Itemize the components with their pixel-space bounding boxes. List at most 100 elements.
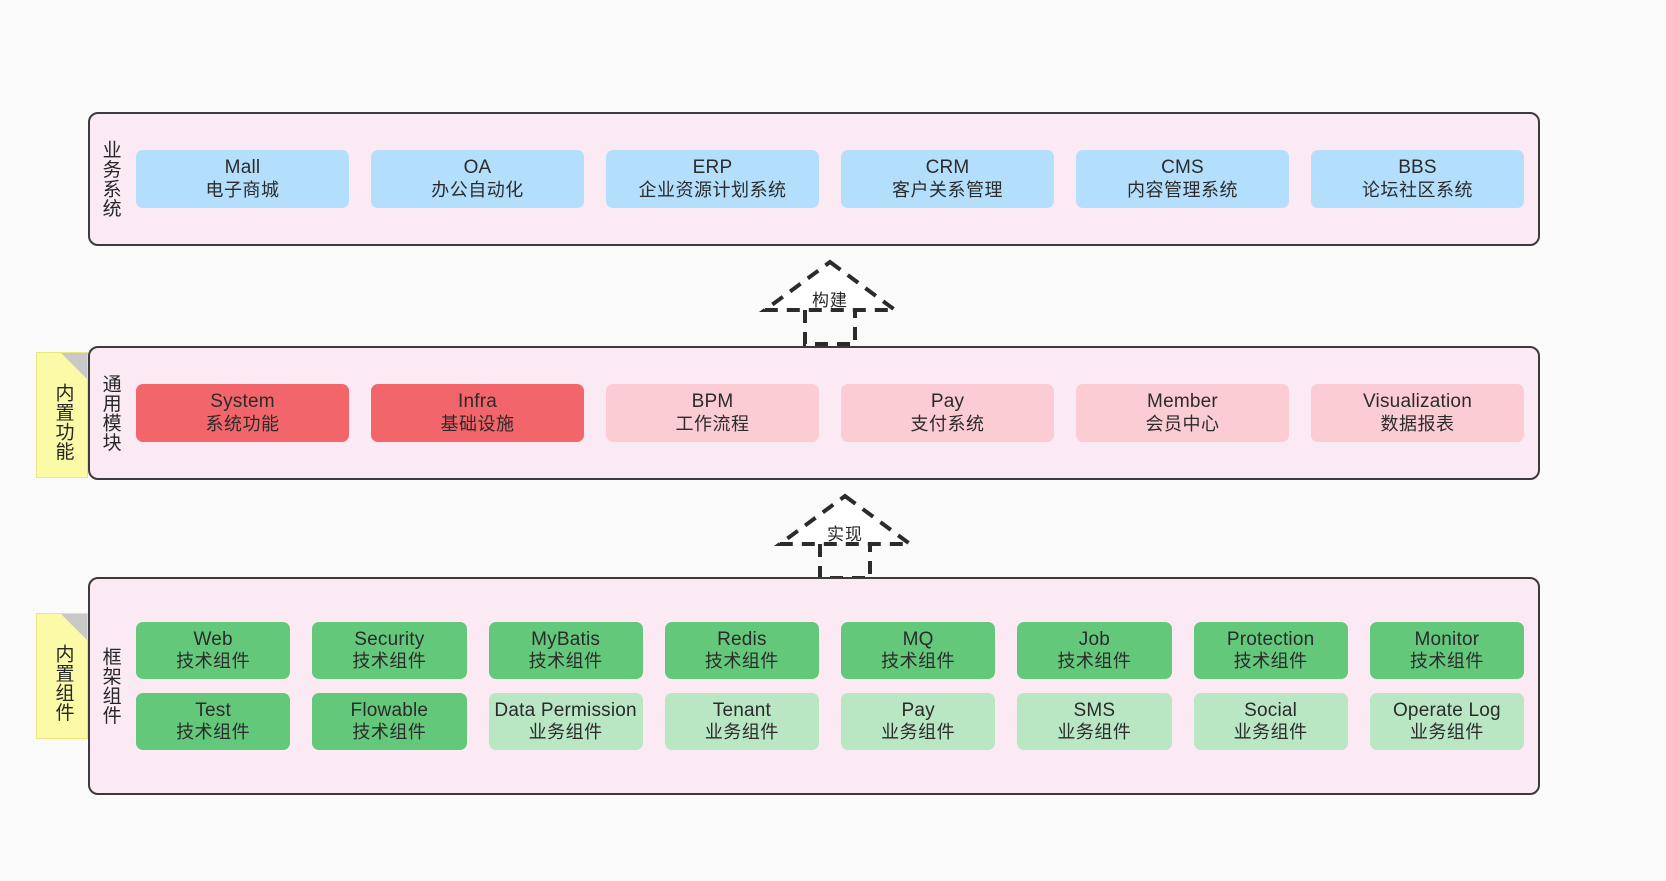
card-job[interactable]: Job 技术组件	[1017, 621, 1172, 679]
card-title-cn: 业务组件	[1057, 722, 1132, 743]
card-tenant[interactable]: Tenant 业务组件	[664, 693, 819, 751]
realize-arrow-icon	[758, 259, 902, 346]
card-title-cn: 业务组件	[1409, 722, 1484, 743]
card-title-en: System	[210, 391, 275, 413]
card-title-cn: 技术组件	[352, 651, 427, 672]
card-title-cn: 技术组件	[704, 651, 779, 672]
card-title-cn: 办公自动化	[431, 179, 524, 200]
card-title-en: Web	[193, 628, 233, 650]
card-title-en: Protection	[1226, 628, 1315, 650]
layer-framework-components-body: Web 技术组件 Security 技术组件 MyBatis 技术组件 Redi…	[130, 579, 1538, 793]
card-title-en: MQ	[902, 628, 934, 650]
layer-business-systems-title: 业务系统	[99, 140, 121, 218]
layer-business-systems-body: Mall 电子商城 OA 办公自动化 ERP 企业资源计划系统 CRM 客户关系…	[130, 114, 1538, 244]
card-cms[interactable]: CMS 内容管理系统	[1076, 150, 1289, 208]
card-title-cn: 技术组件	[352, 722, 427, 743]
card-bpm[interactable]: BPM 工作流程	[606, 384, 819, 442]
card-title-cn: 客户关系管理	[892, 179, 1003, 200]
card-title-en: BBS	[1398, 157, 1437, 179]
card-security[interactable]: Security 技术组件	[312, 621, 467, 679]
card-title-en: SMS	[1073, 700, 1116, 721]
card-title-en: Infra	[457, 391, 498, 413]
card-title-cn: 电子商城	[205, 179, 280, 200]
layer-common-modules: 通用模块 System 系统功能 Infra 基础设施 BPM 工作流程 Pay…	[88, 346, 1540, 480]
card-title-en: ERP	[692, 157, 733, 179]
card-row: Mall 电子商城 OA 办公自动化 ERP 企业资源计划系统 CRM 客户关系…	[136, 150, 1524, 208]
sticky-note-builtin-function: 内置功能	[36, 352, 88, 478]
card-oa[interactable]: OA 办公自动化	[371, 150, 584, 208]
realize-arrow-icon	[773, 493, 917, 580]
card-system[interactable]: System 系统功能	[136, 384, 349, 442]
note-fold-corner-icon	[61, 353, 87, 379]
card-title-cn: 技术组件	[528, 651, 603, 672]
card-title-en: Pay	[930, 391, 965, 413]
card-title-en: CMS	[1161, 157, 1204, 179]
connector-build: 构建	[755, 258, 905, 346]
layer-framework-components-title: 框架组件	[99, 647, 121, 725]
card-title-en: Flowable	[350, 700, 429, 721]
card-title-cn: 内容管理系统	[1127, 179, 1238, 200]
connector-build-label: 构建	[812, 291, 848, 310]
card-title-en: Monitor	[1414, 628, 1480, 650]
card-test[interactable]: Test 技术组件	[136, 693, 291, 751]
card-erp[interactable]: ERP 企业资源计划系统	[606, 150, 819, 208]
card-title-en: Member	[1147, 391, 1218, 413]
card-title-cn: 技术组件	[881, 651, 956, 672]
card-title-cn: 技术组件	[1057, 651, 1132, 672]
card-pay[interactable]: Pay 支付系统	[841, 384, 1054, 442]
card-monitor[interactable]: Monitor 技术组件	[1369, 621, 1524, 679]
sticky-note-builtin-component-label: 内置组件	[52, 644, 74, 722]
card-title-en: Visualization	[1363, 391, 1472, 413]
card-title-cn: 业务组件	[1233, 722, 1308, 743]
card-crm[interactable]: CRM 客户关系管理	[841, 150, 1054, 208]
connector-implement-label: 实现	[827, 525, 863, 544]
card-title-cn: 业务组件	[704, 722, 779, 743]
card-web[interactable]: Web 技术组件	[136, 621, 291, 679]
card-title-cn: 技术组件	[176, 651, 251, 672]
sticky-note-builtin-component: 内置组件	[36, 613, 88, 739]
card-title-en: Tenant	[712, 700, 771, 721]
connector-implement: 实现	[770, 492, 920, 580]
card-bbs[interactable]: BBS 论坛社区系统	[1311, 150, 1524, 208]
card-mall[interactable]: Mall 电子商城	[136, 150, 349, 208]
card-social[interactable]: Social 业务组件	[1193, 693, 1348, 751]
card-title-en: MyBatis	[531, 628, 601, 650]
card-redis[interactable]: Redis 技术组件	[664, 621, 819, 679]
card-row: Test 技术组件 Flowable 技术组件 Data Permission …	[136, 693, 1524, 751]
layer-common-modules-body: System 系统功能 Infra 基础设施 BPM 工作流程 Pay 支付系统…	[130, 348, 1538, 478]
card-title-en: Social	[1244, 700, 1298, 721]
card-operate-log[interactable]: Operate Log 业务组件	[1369, 693, 1524, 751]
card-title-cn: 企业资源计划系统	[638, 179, 787, 200]
card-row: System 系统功能 Infra 基础设施 BPM 工作流程 Pay 支付系统…	[136, 384, 1524, 442]
card-title-cn: 数据报表	[1380, 413, 1455, 434]
card-title-cn: 技术组件	[1409, 651, 1484, 672]
card-title-cn: 技术组件	[1233, 651, 1308, 672]
card-title-en: Job	[1078, 628, 1110, 650]
card-row: Web 技术组件 Security 技术组件 MyBatis 技术组件 Redi…	[136, 621, 1524, 679]
card-sms[interactable]: SMS 业务组件	[1017, 693, 1172, 751]
layer-business-systems: 业务系统 Mall 电子商城 OA 办公自动化 ERP 企业资源计划系统 CRM…	[88, 112, 1540, 246]
layer-framework-components: 框架组件 Web 技术组件 Security 技术组件 MyBatis 技术组件…	[88, 577, 1540, 795]
card-title-en: Security	[354, 628, 425, 650]
card-flowable[interactable]: Flowable 技术组件	[312, 693, 467, 751]
card-title-cn: 工作流程	[675, 413, 750, 434]
layer-common-modules-title: 通用模块	[99, 374, 121, 452]
card-pay-business[interactable]: Pay 业务组件	[841, 693, 996, 751]
card-title-en: Mall	[224, 157, 261, 179]
card-data-permission[interactable]: Data Permission 业务组件	[488, 693, 643, 751]
card-visualization[interactable]: Visualization 数据报表	[1311, 384, 1524, 442]
card-protection[interactable]: Protection 技术组件	[1193, 621, 1348, 679]
card-title-en: Data Permission	[494, 700, 637, 721]
card-member[interactable]: Member 会员中心	[1076, 384, 1289, 442]
card-title-en: CRM	[925, 157, 970, 179]
card-infra[interactable]: Infra 基础设施	[371, 384, 584, 442]
card-title-cn: 会员中心	[1145, 413, 1220, 434]
card-title-en: Pay	[901, 700, 935, 721]
card-title-en: Test	[195, 700, 231, 721]
card-title-cn: 支付系统	[910, 413, 985, 434]
card-mq[interactable]: MQ 技术组件	[841, 621, 996, 679]
card-title-en: OA	[463, 157, 492, 179]
card-mybatis[interactable]: MyBatis 技术组件	[488, 621, 643, 679]
card-title-cn: 技术组件	[176, 722, 251, 743]
